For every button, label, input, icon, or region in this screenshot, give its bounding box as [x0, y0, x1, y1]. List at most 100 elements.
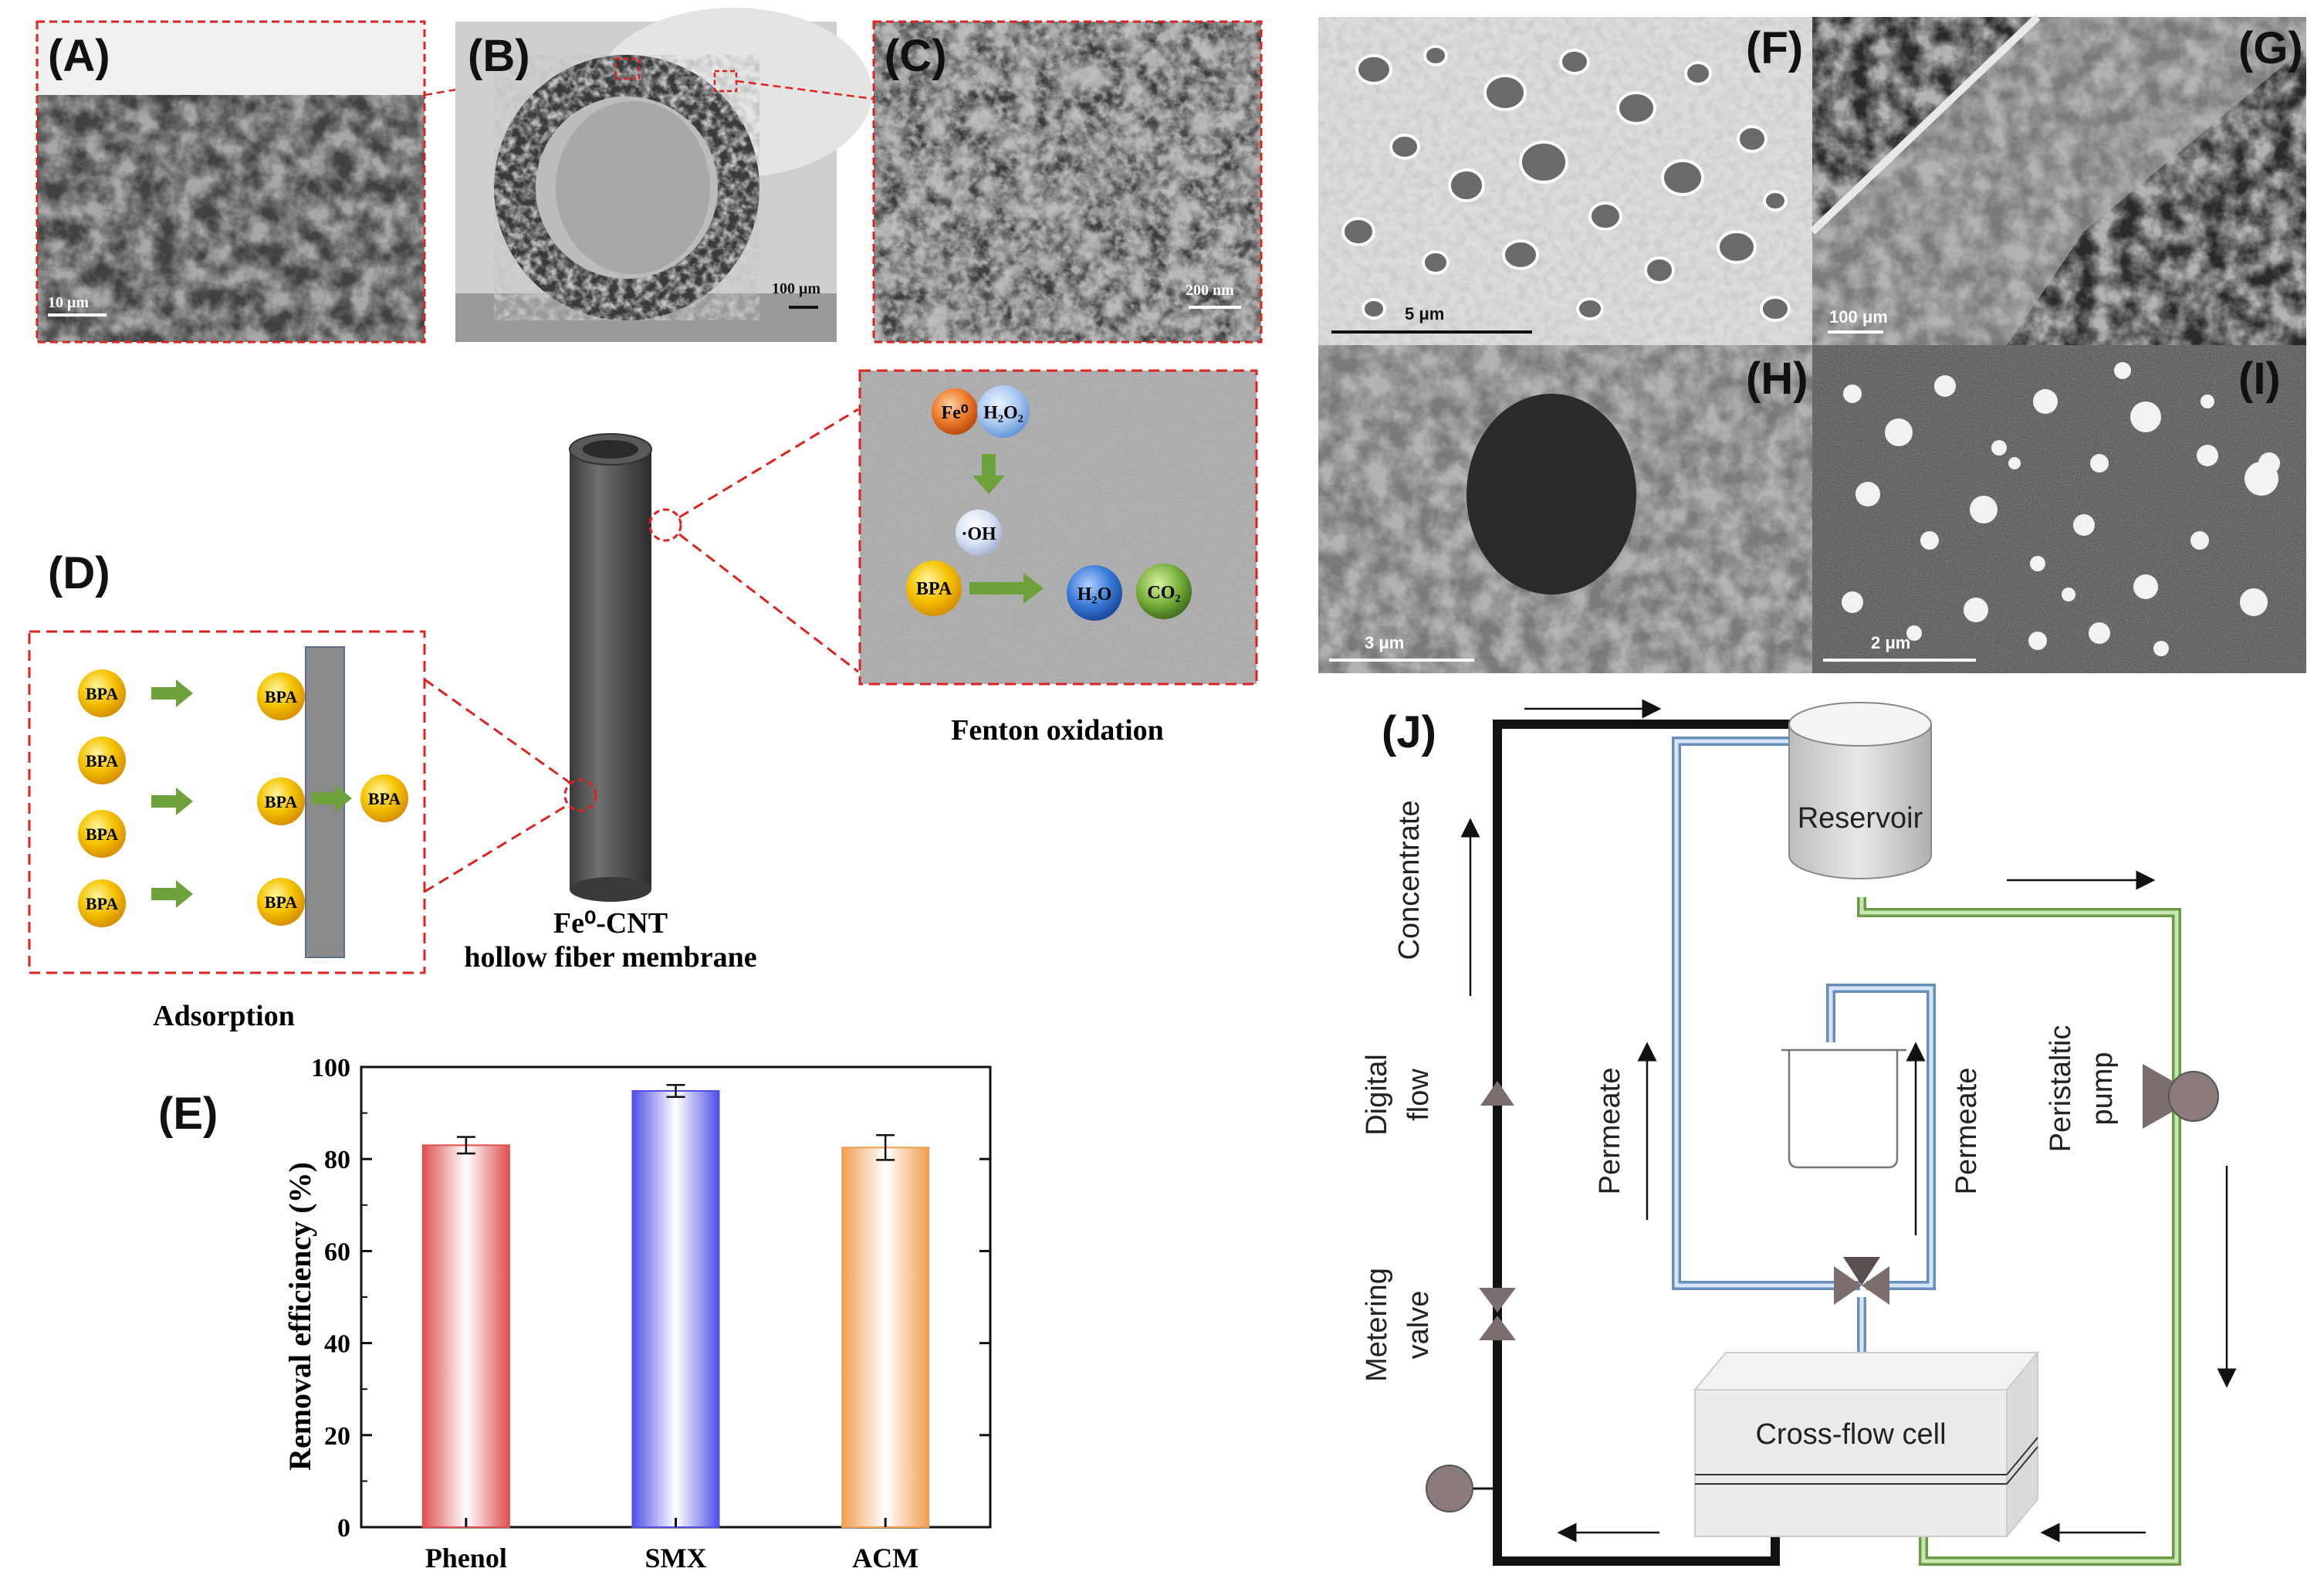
digital-flow-label-2: flow [1402, 1069, 1435, 1121]
panel-f-scale: 5 μm [1405, 304, 1444, 323]
permeate-valve-icon [1834, 1257, 1889, 1305]
adsorption-arrows [151, 679, 352, 908]
panel-a-label: (A) [48, 31, 110, 81]
peristaltic-pump-icon [2143, 1064, 2219, 1129]
digital-flow-icon [1480, 1081, 1514, 1106]
panel-e: (E) Removal efficiency (%) 020406080100P… [158, 1054, 992, 1573]
fenton-box [858, 369, 1258, 686]
bpa-molecule: BPA [78, 810, 126, 858]
pores [1341, 45, 1791, 322]
panel-h: (H) 3 μm [1318, 345, 1812, 673]
svg-text:·OH: ·OH [961, 524, 996, 544]
particles [1842, 362, 2280, 656]
green-arrow [312, 784, 352, 812]
membrane-description: hollow fiber membrane [464, 941, 756, 974]
svg-text:BPA: BPA [86, 684, 118, 703]
panel-c-scale: 200 nm [1186, 282, 1234, 299]
green-arrow-right [969, 573, 1044, 604]
panel-i: (I) 2 μm [1812, 345, 2306, 673]
green-arrow [151, 788, 193, 815]
membrane-name: Fe⁰-CNT [553, 907, 668, 940]
pressure-gauge-icon [1426, 1465, 1473, 1512]
co2-molecule: CO₂ [1136, 564, 1192, 619]
panel-j-label: (J) [1382, 707, 1436, 757]
svg-text:CO₂: CO₂ [1147, 583, 1180, 603]
panel-d: (D) BPA BPA BPA BPA BPA BPA BPA BPA [28, 408, 859, 1032]
oh-radical: ·OH [956, 510, 1002, 556]
green-arrow [151, 679, 193, 707]
pump-label-1: Peristaltic [2045, 1025, 2077, 1153]
zoom-line-bc [736, 80, 874, 100]
y-tick-label: 20 [324, 1422, 350, 1451]
panel-g: (G) 100 μm [1809, 14, 2306, 345]
green-arrow [151, 880, 193, 908]
svg-text:BPA: BPA [916, 579, 952, 599]
svg-text:Fe⁰: Fe⁰ [942, 403, 969, 423]
y-tick-label: 40 [324, 1330, 350, 1359]
adsorption-box [28, 630, 426, 974]
metering-valve-label-1: Metering [1361, 1268, 1393, 1382]
x-tick-label: Phenol [425, 1543, 507, 1573]
panel-i-scale: 2 μm [1871, 633, 1910, 652]
svg-text:H₂O₂: H₂O₂ [983, 403, 1023, 423]
bpa-molecule: BPA [78, 669, 126, 717]
panel-c-label: (C) [885, 31, 947, 81]
zoom-line-adsorption [424, 678, 572, 785]
panel-c-frame [872, 20, 1263, 344]
panel-j: (J) Reservoir Cr [1361, 699, 2237, 1566]
fe0-molecule: Fe⁰ [932, 388, 978, 435]
panel-h-scale: 3 μm [1365, 633, 1404, 652]
bar [841, 1147, 930, 1529]
y-tick-label: 0 [337, 1514, 350, 1543]
svg-text:BPA: BPA [86, 894, 118, 913]
zoom-line-fenton [678, 533, 859, 673]
bpa-molecules: BPA BPA BPA BPA BPA BPA BPA BPA [78, 669, 408, 927]
digital-flow-label-1: Digital [1361, 1054, 1393, 1136]
cross-flow-cell: Cross-flow cell [1693, 1350, 2040, 1539]
bpa-molecule: BPA [78, 737, 126, 784]
svg-text:BPA: BPA [86, 825, 118, 844]
panel-f-label: (F) [1746, 23, 1803, 73]
bpa-molecule: BPA [257, 777, 305, 825]
x-tick-label: SMX [645, 1543, 707, 1573]
bpa-molecule: BPA [257, 672, 305, 720]
cross-flow-cell-label: Cross-flow cell [1755, 1418, 1946, 1451]
zoom-circle-adsorption [563, 778, 597, 812]
zoom-line-fenton [678, 408, 859, 519]
hollow-fiber-tube [570, 449, 651, 889]
adsorption-title: Adsorption [153, 1000, 295, 1032]
panel-g-label: (G) [2238, 23, 2303, 73]
metering-valve-icon [1479, 1288, 1516, 1340]
h2o-molecule: H₂O [1067, 565, 1122, 621]
zoom-line-adsorption [424, 801, 572, 893]
panel-c: (C) 200 nm [872, 20, 1263, 344]
beaker-icon [1788, 1050, 1899, 1169]
svg-text:BPA: BPA [265, 792, 297, 811]
y-tick-label: 80 [324, 1146, 350, 1174]
svg-text:BPA: BPA [265, 893, 297, 912]
panel-a-frame [36, 20, 426, 344]
bpa-molecule: BPA [78, 879, 126, 927]
zoom-box-a [614, 57, 641, 80]
panel-e-label: (E) [158, 1089, 218, 1139]
svg-text:BPA: BPA [265, 687, 297, 706]
panel-a-scale: 10 μm [48, 294, 89, 311]
panel-a: (A) 10 μm [36, 20, 426, 344]
svg-text:BPA: BPA [368, 789, 401, 808]
panel-f: (F) 5 μm [1318, 17, 1812, 345]
bar [631, 1089, 720, 1528]
panel-d-label: (D) [48, 548, 110, 598]
bpa-molecule: BPA [906, 561, 962, 616]
panel-h-label: (H) [1746, 354, 1808, 404]
bpa-molecule: BPA [360, 774, 408, 822]
h2o2-molecule: H₂O₂ [977, 385, 1030, 438]
reservoir: Reservoir [1788, 702, 1932, 879]
metering-valve-label-2: valve [1402, 1291, 1435, 1360]
green-arrow-down [973, 454, 1005, 494]
chart-ylabel: Removal efficiency (%) [282, 1162, 317, 1471]
fenton-oxidation-panel: Fe⁰ H₂O₂ ·OH BPA H₂O CO₂ Fenton oxidatio… [858, 369, 1258, 747]
panel-g-scale: 100 μm [1829, 307, 1888, 327]
reservoir-label: Reservoir [1798, 802, 1923, 835]
bar [421, 1144, 510, 1528]
